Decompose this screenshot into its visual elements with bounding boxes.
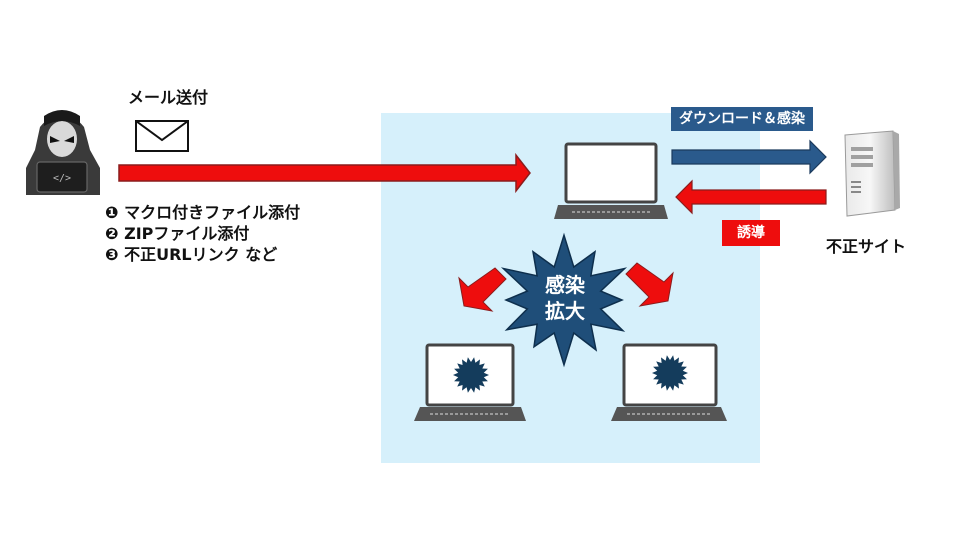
envelope-icon [135,120,189,152]
hooded-hacker-icon: </> [26,110,100,195]
malicious-site-label: 不正サイト [826,237,907,256]
attack-method-item: ❶ マクロ付きファイル添付 [105,203,301,222]
server-icon [844,130,900,217]
infection-spread-line1: 感染 [545,273,585,297]
download-infection-badge: ダウンロード＆感染 [671,107,813,131]
virus-icon [453,357,489,393]
download-arrow [671,139,827,175]
virus-icon [652,355,688,391]
spread-arrow-left [458,267,507,312]
attack-methods-list: ❶ マクロ付きファイル添付 ❷ ZIPファイル添付 ❸ 不正URLリンク など [105,202,300,265]
lure-arrow [675,179,827,215]
lure-badge: 誘導 [722,220,780,246]
attack-method-item: ❸ 不正URLリンク など [105,245,278,264]
infection-spread-line2: 拡大 [545,299,585,323]
laptop-icon-infected-right [611,343,727,421]
infection-burst-icon [500,232,628,368]
laptop-icon-infected-left [414,343,526,421]
email-delivery-arrow [118,152,531,194]
email-label: メール送付 [128,88,209,107]
svg-text:</>: </> [53,173,71,184]
attack-method-item: ❷ ZIPファイル添付 [105,224,250,243]
infection-spread-label: 感染 拡大 [520,272,610,324]
laptop-icon-target [554,142,668,219]
spread-arrow-right [625,262,674,307]
